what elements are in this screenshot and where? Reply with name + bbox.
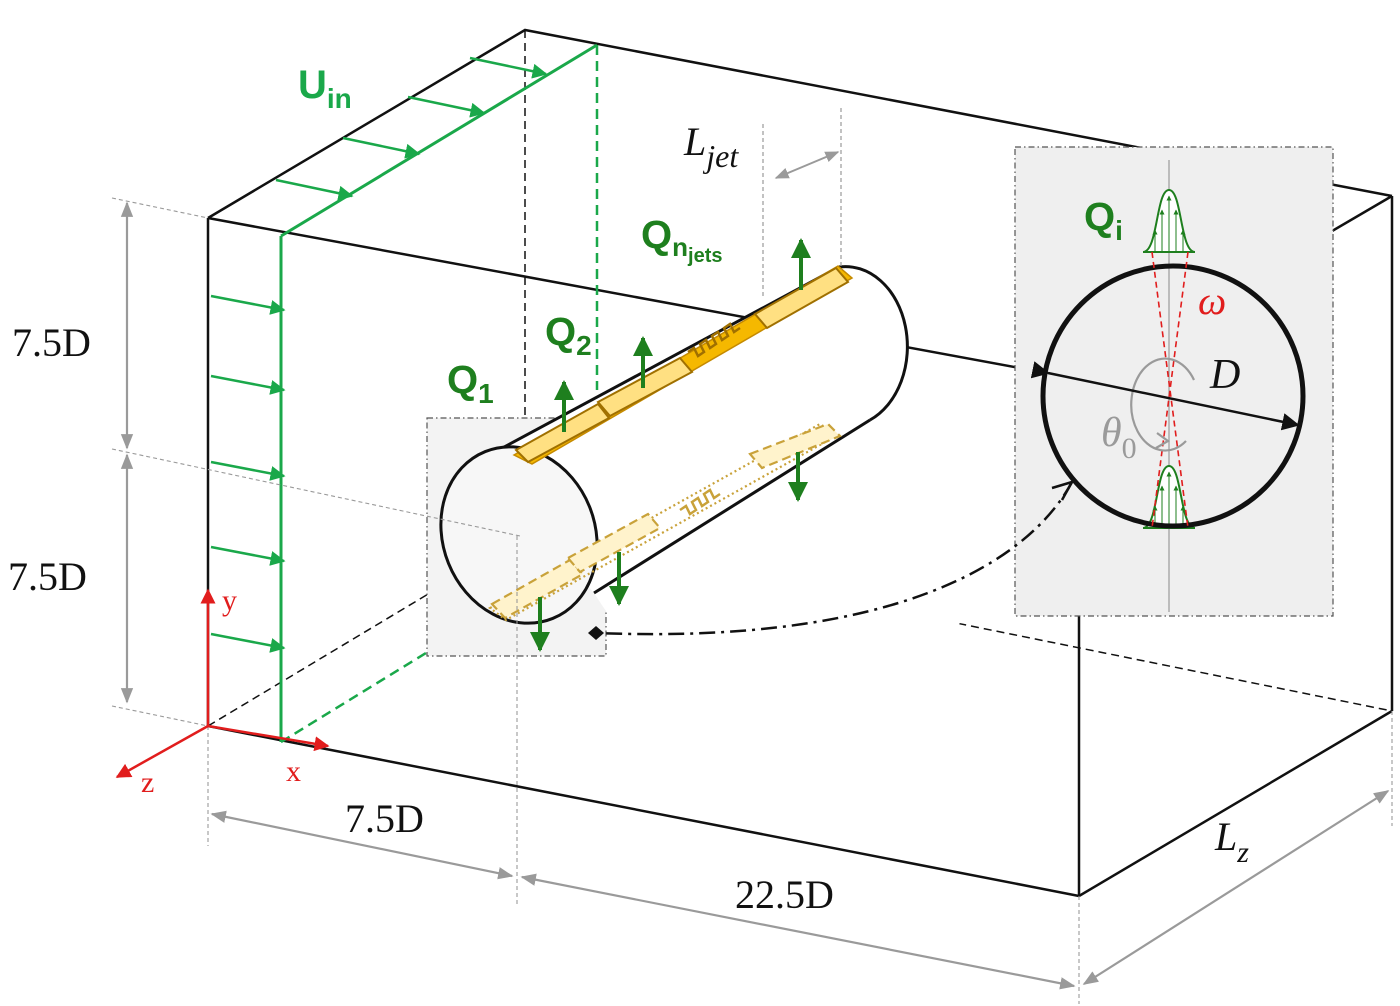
height-upper-label: 7.5D xyxy=(12,320,91,365)
qn-label: Qnjets xyxy=(641,213,722,267)
inlet-arrows-front xyxy=(210,294,286,653)
coordinate-axes xyxy=(115,588,330,779)
q1-label: Q1 xyxy=(447,358,494,409)
lz-label: Lz xyxy=(1214,814,1249,869)
z-axis xyxy=(115,724,209,779)
axis-z-label: z xyxy=(141,766,154,799)
lower-jet-strip xyxy=(487,422,842,622)
connector-diamond xyxy=(588,626,604,640)
height-lower-label: 7.5D xyxy=(8,554,87,599)
upper-jet-strip xyxy=(512,265,854,465)
box-top-front-edge xyxy=(207,216,1080,381)
length-upstream-label: 7.5D xyxy=(345,796,424,841)
theta-arrow xyxy=(1155,432,1171,449)
dimension-arrows xyxy=(120,201,1390,990)
ljet-dimension xyxy=(762,108,842,296)
jet-arrows xyxy=(530,238,811,652)
axis-y-label: y xyxy=(222,584,237,617)
d-label: D xyxy=(1209,352,1240,398)
omega-label: ω xyxy=(1198,278,1226,323)
qi-label: Qi xyxy=(1084,195,1123,246)
cylinder-back-end xyxy=(838,265,909,422)
dimension-guides xyxy=(111,197,1393,1004)
ljet-label: Ljet xyxy=(683,119,739,174)
section-connector xyxy=(595,481,1074,636)
omega-lines xyxy=(1151,251,1189,529)
u-in-label: Uin xyxy=(298,63,352,114)
box-bottom-front-edge xyxy=(207,724,1080,898)
inlet-arrows-top xyxy=(275,56,548,201)
q2-label: Q2 xyxy=(545,310,592,361)
connector-arrowhead xyxy=(1051,479,1075,501)
axis-x-label: x xyxy=(286,755,301,788)
box-bottom-right-edge xyxy=(1078,709,1393,898)
x-axis xyxy=(207,724,330,752)
inlet-top-line xyxy=(280,43,598,238)
length-downstream-label: 22.5D xyxy=(735,872,834,917)
theta-label: θ0 xyxy=(1101,410,1137,465)
cylinder xyxy=(439,265,968,743)
jet-profile-top xyxy=(1142,188,1196,253)
diameter-line xyxy=(1030,361,1300,431)
